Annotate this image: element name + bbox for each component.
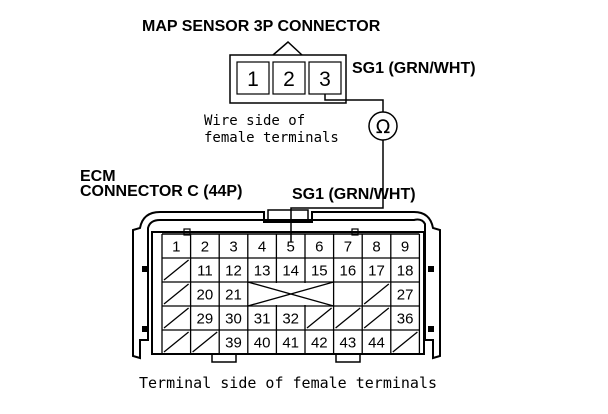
ecm-pin-6: 6: [315, 239, 323, 256]
ecm-pin-4: 4: [258, 239, 266, 256]
empty-cavity-mark: [363, 283, 390, 305]
ecm-pin-32: 32: [282, 311, 299, 328]
empty-cavity-mark: [163, 283, 190, 305]
ecm-pin-42: 42: [311, 335, 328, 352]
ecm-pin-17: 17: [368, 263, 385, 280]
ecm-pin-21: 21: [225, 287, 242, 304]
map-sensor-title: MAP SENSOR 3P CONNECTOR: [142, 18, 381, 35]
ecm-pin-13: 13: [254, 263, 271, 280]
terminal-side-caption: Terminal side of female terminals: [139, 374, 437, 392]
wire-side-note-line1: Wire side of: [204, 113, 305, 129]
ecm-pin-41: 41: [282, 335, 299, 352]
map-wire-sg1: [324, 94, 384, 112]
empty-cavity-mark: [306, 307, 333, 329]
map-pin-1: 1: [247, 68, 259, 91]
ecm-pin-29: 29: [197, 311, 214, 328]
ecm-pin-18: 18: [397, 263, 414, 280]
empty-cavity-mark: [335, 307, 361, 329]
ecm-pin-2: 2: [201, 239, 209, 256]
empty-cavity-mark: [392, 331, 418, 353]
empty-cavity-mark: [163, 307, 190, 329]
empty-cavity-mark: [163, 259, 190, 281]
empty-cavity-mark: [163, 331, 190, 353]
ecm-wire-sg1: [290, 140, 384, 242]
ecm-pin-31: 31: [254, 311, 271, 328]
ecm-pin-30: 30: [225, 311, 242, 328]
ecm-pin-9: 9: [401, 239, 409, 256]
ecm-title-line2: CONNECTOR C (44P): [80, 183, 242, 200]
empty-cavity-mark: [192, 331, 218, 353]
wire-side-note-line2: female terminals: [204, 130, 339, 146]
ecm-pin-14: 14: [282, 263, 299, 280]
blank-cavity-x: [247, 281, 334, 307]
ecm-title-line1: ECM: [80, 168, 116, 185]
map-wire-label: SG1 (GRN/WHT): [352, 60, 476, 77]
map-sensor-connector: 1 2 3: [229, 40, 347, 104]
ecm-pin-5: 5: [287, 239, 295, 256]
ecm-pin-44: 44: [368, 335, 385, 352]
ohmmeter-symbol: Ω: [376, 116, 391, 138]
ecm-pin-16: 16: [340, 263, 357, 280]
ecm-pin-grid: 1234567891112131415161718202122232729303…: [161, 233, 421, 355]
ecm-pin-12: 12: [225, 263, 242, 280]
ecm-pin-15: 15: [311, 263, 328, 280]
ecm-pin-27: 27: [397, 287, 414, 304]
ecm-pin-36: 36: [397, 311, 414, 328]
ecm-pin-7: 7: [344, 239, 352, 256]
ecm-pin-1: 1: [172, 239, 180, 256]
ecm-pin-39: 39: [225, 335, 242, 352]
ecm-wire-label: SG1 (GRN/WHT): [292, 186, 416, 203]
ecm-pin-43: 43: [340, 335, 357, 352]
ecm-pin-3: 3: [229, 239, 237, 256]
ecm-pin-8: 8: [372, 239, 380, 256]
ohmmeter-icon: Ω: [368, 111, 398, 141]
map-pin-3: 3: [319, 68, 331, 91]
ecm-pin-11: 11: [197, 263, 213, 280]
ecm-pin-40: 40: [254, 335, 271, 352]
map-pin-2: 2: [283, 68, 295, 91]
ecm-pin-20: 20: [197, 287, 214, 304]
empty-cavity-mark: [363, 307, 390, 329]
